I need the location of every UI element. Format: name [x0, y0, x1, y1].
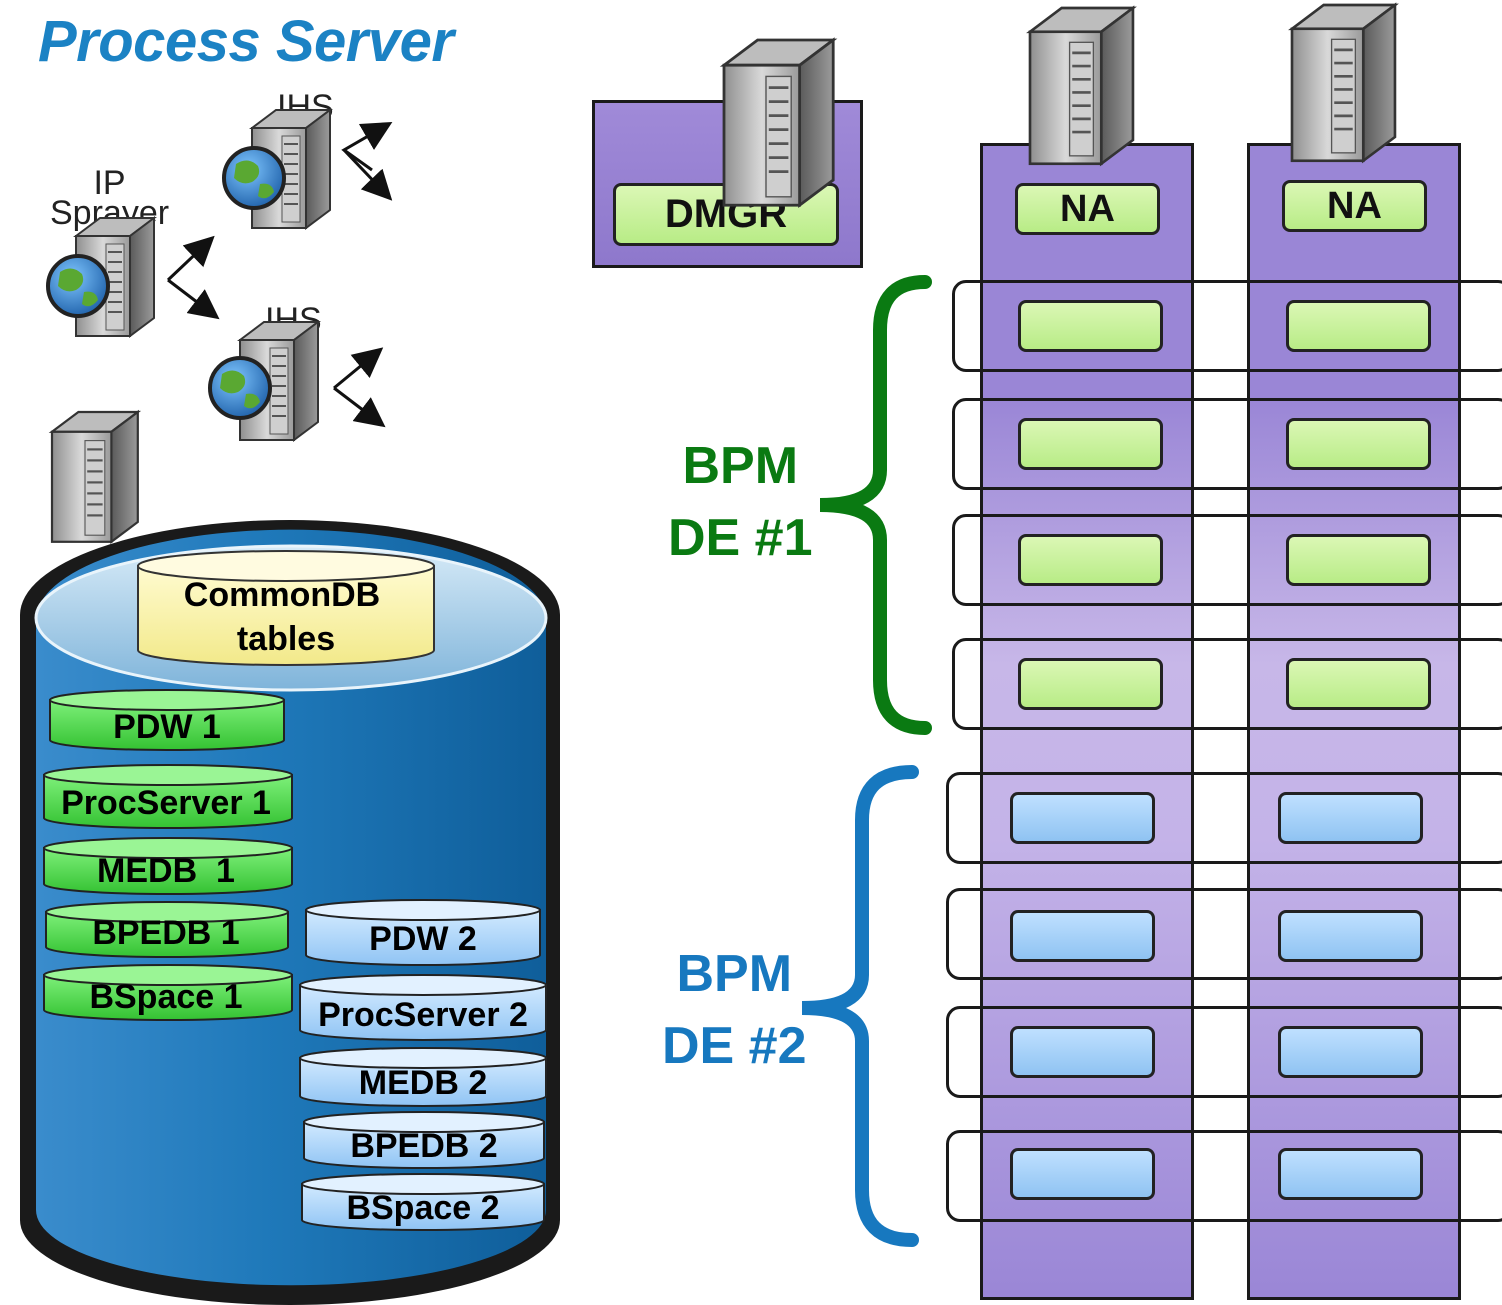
cluster-row — [952, 398, 1502, 490]
db-disk: MEDB 1 — [43, 837, 293, 895]
db-label: MEDB 1 — [97, 852, 235, 890]
routing-arrows-icon — [333, 347, 386, 428]
db-disk: BPEDB 1 — [45, 901, 289, 958]
db-disk: BPEDB 2 — [303, 1111, 545, 1169]
de2-brace-icon — [801, 765, 919, 1247]
de2-label: BPM DE #2 — [662, 938, 807, 1082]
de1-label-line1: BPM — [682, 437, 799, 495]
db-disk: PDW 2 — [305, 899, 541, 966]
de2-member-box — [1278, 792, 1423, 844]
node-agent-label: NA — [1327, 184, 1382, 227]
de2-member-box — [1278, 1026, 1423, 1078]
cluster-row — [946, 888, 1502, 980]
db-disk: BSpace 2 — [301, 1173, 545, 1231]
db-label: BPEDB 1 — [92, 914, 239, 952]
de2-member-box — [1278, 1148, 1423, 1200]
de2-member-box — [1010, 1026, 1155, 1078]
de2-db-stack: PDW 2 ProcServer 2 MEDB 2 BPEDB 2 BSpace… — [299, 899, 547, 1231]
de1-member-box — [1018, 534, 1163, 586]
db-label: ProcServer 1 — [61, 784, 271, 822]
de1-brace-icon — [819, 275, 932, 735]
de1-db-stack: PDW 1 ProcServer 1 MEDB 1 BPEDB 1 BSpace… — [43, 689, 293, 1021]
node-agent-label: NA — [1060, 187, 1115, 230]
node-agent-box: NA — [1015, 183, 1160, 235]
de1-member-box — [1286, 300, 1431, 352]
de2-member-box — [1278, 910, 1423, 962]
db-label: BPEDB 2 — [350, 1127, 497, 1165]
db-disk: BSpace 1 — [43, 964, 293, 1021]
commondb-label-line2: tables — [237, 620, 335, 658]
de1-member-box — [1018, 658, 1163, 710]
db-label: BSpace 1 — [89, 978, 242, 1016]
de1-label-line2: DE #1 — [668, 509, 813, 567]
de1-member-box — [1286, 534, 1431, 586]
cluster-row — [946, 772, 1502, 864]
ip-sprayer-label-line1: IP — [93, 164, 126, 202]
de1-member-box — [1018, 300, 1163, 352]
page-title: Process Server — [38, 9, 454, 74]
de2-member-box — [1010, 910, 1155, 962]
db-disk: MEDB 2 — [299, 1047, 547, 1107]
de1-member-box — [1286, 658, 1431, 710]
de2-label-line1: BPM — [676, 945, 793, 1003]
commondb-disk: CommonDB tables — [137, 550, 435, 666]
routing-arrows-icon — [166, 235, 220, 320]
cluster-row — [952, 280, 1502, 372]
de1-label: BPM DE #1 — [668, 430, 813, 574]
db-disk: ProcServer 2 — [299, 974, 547, 1041]
de2-member-box — [1010, 1148, 1155, 1200]
routing-arrows-icon — [341, 121, 393, 201]
db-label: MEDB 2 — [359, 1064, 487, 1102]
cluster-row — [952, 638, 1502, 730]
db-disk: PDW 1 — [49, 689, 285, 751]
de1-member-box — [1286, 418, 1431, 470]
cluster-row — [952, 514, 1502, 606]
db-label: PDW 2 — [369, 920, 477, 958]
de1-member-box — [1018, 418, 1163, 470]
commondb-label-line1: CommonDB — [184, 576, 380, 614]
db-label: BSpace 2 — [346, 1189, 499, 1227]
cluster-row — [946, 1130, 1502, 1222]
db-label: PDW 1 — [113, 708, 221, 746]
db-label: ProcServer 2 — [318, 996, 528, 1034]
de2-label-line2: DE #2 — [662, 1017, 807, 1075]
de2-member-box — [1010, 792, 1155, 844]
db-disk: ProcServer 1 — [43, 764, 293, 829]
ip-sprayer-label: IP Sprayer — [50, 164, 169, 230]
cluster-row — [946, 1006, 1502, 1098]
node-agent-box: NA — [1282, 180, 1427, 232]
